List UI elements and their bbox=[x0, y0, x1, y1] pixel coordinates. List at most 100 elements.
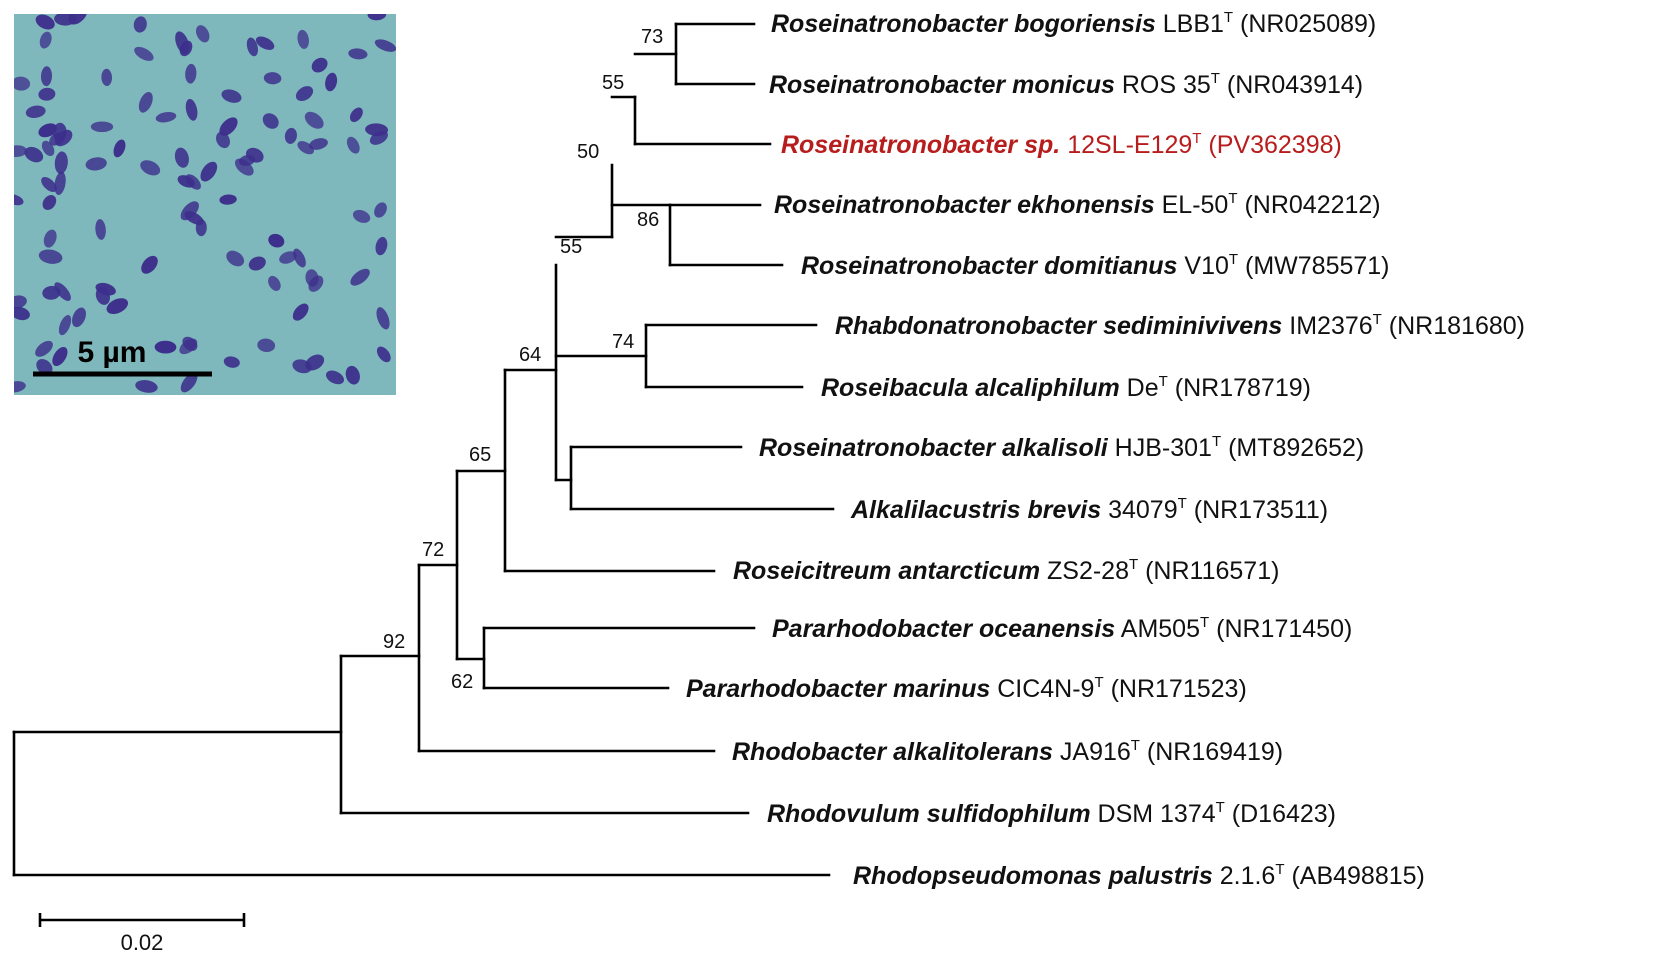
micrograph-cell bbox=[38, 87, 56, 101]
micrograph-cell bbox=[42, 285, 61, 300]
micrograph-cell bbox=[141, 255, 158, 274]
taxon-label: Roseinatronobacter domitianus V10T (MW78… bbox=[801, 251, 1390, 280]
bootstrap-value: 55 bbox=[560, 236, 582, 258]
micrograph-cell bbox=[374, 202, 387, 218]
micrograph-cell bbox=[180, 372, 198, 393]
bootstrap-value: 62 bbox=[451, 671, 473, 693]
micrograph-cell bbox=[54, 171, 66, 195]
taxon-label: Roseinatronobacter bogoriensis LBB1T (NR… bbox=[771, 9, 1376, 38]
taxon-label: Rhabdonatronobacter sediminivivens IM237… bbox=[835, 311, 1525, 340]
bootstrap-value: 64 bbox=[519, 344, 541, 366]
bootstrap-value: 65 bbox=[469, 444, 491, 466]
bootstrap-value: 50 bbox=[577, 141, 599, 163]
micrograph-cell bbox=[292, 359, 312, 374]
taxon-label: Roseicitreum antarcticum ZS2-28T (NR1165… bbox=[733, 556, 1279, 585]
micrograph-cell bbox=[138, 91, 153, 113]
micrograph-cell bbox=[263, 72, 282, 85]
micrograph-cell bbox=[95, 282, 116, 296]
micrograph-cell bbox=[14, 306, 30, 321]
taxon-label: Alkalilacustris brevis 34079T (NR173511) bbox=[850, 495, 1328, 524]
micrograph-cell bbox=[293, 248, 306, 268]
micrograph-cell bbox=[295, 86, 314, 102]
micrograph-cell bbox=[54, 151, 68, 174]
micrograph-cell bbox=[200, 161, 218, 182]
micrograph-cell bbox=[36, 359, 53, 375]
micrograph-cell bbox=[375, 236, 388, 256]
micrograph-cell bbox=[348, 48, 368, 60]
micrograph-cell bbox=[226, 250, 245, 267]
micrograph-cell bbox=[185, 63, 197, 84]
bootstrap-values: 73 55 50 86 55 74 64 65 72 62 92 bbox=[383, 26, 663, 693]
micrograph-cell bbox=[255, 36, 275, 50]
micrograph-cell bbox=[349, 107, 363, 123]
micrograph-cell bbox=[352, 209, 371, 223]
micrograph-cell bbox=[185, 98, 198, 121]
micrograph-cell bbox=[155, 111, 177, 123]
micrograph-cell bbox=[140, 160, 161, 176]
micrograph-cell bbox=[376, 307, 390, 330]
micrograph-cell bbox=[14, 193, 24, 206]
micrograph-cell bbox=[248, 256, 266, 271]
micrograph-cell bbox=[346, 136, 360, 154]
micrograph-cell bbox=[297, 141, 314, 155]
micrograph-cell bbox=[35, 14, 55, 30]
micrograph-cell bbox=[24, 146, 44, 163]
micrograph-cells bbox=[14, 14, 396, 393]
micrograph-cell bbox=[38, 249, 63, 264]
micrograph-cell bbox=[113, 139, 126, 158]
micrograph-inset: 5 µm bbox=[14, 14, 396, 395]
micrograph-cell bbox=[35, 340, 53, 357]
micrograph-background bbox=[14, 14, 396, 395]
micrograph-cell bbox=[174, 147, 189, 168]
micrograph-cell bbox=[42, 194, 57, 211]
micrograph-cell bbox=[52, 122, 67, 143]
taxon-labels: Roseinatronobacter bogoriensis LBB1T (NR… bbox=[686, 9, 1525, 890]
micrograph-cell bbox=[175, 31, 190, 55]
micrograph-cell bbox=[101, 68, 113, 86]
tree-branches bbox=[12, 22, 835, 877]
taxon-label: Roseinatronobacter alkalisoli HJB-301T (… bbox=[759, 433, 1364, 462]
micrograph-cell bbox=[257, 338, 276, 353]
micrograph-cell bbox=[185, 174, 201, 190]
micrograph-cell bbox=[284, 127, 297, 144]
micrograph-cell bbox=[245, 147, 264, 163]
taxon-label: Pararhodobacter oceanensis AM505T (NR171… bbox=[772, 614, 1352, 643]
micrograph-cell bbox=[262, 113, 279, 129]
micrograph-cell bbox=[133, 16, 147, 33]
micrograph-cell bbox=[195, 25, 210, 43]
micrograph-cell bbox=[72, 307, 86, 328]
bootstrap-value: 92 bbox=[383, 631, 405, 653]
bootstrap-value: 73 bbox=[641, 26, 663, 48]
micrograph-cell bbox=[14, 76, 31, 91]
micrograph-cell bbox=[106, 298, 129, 314]
micrograph-cell bbox=[58, 315, 72, 336]
micrograph-cell bbox=[305, 269, 319, 287]
micrograph-cell bbox=[38, 123, 57, 138]
micrograph-cell bbox=[41, 176, 57, 193]
micrograph-cell bbox=[268, 233, 285, 248]
micrograph-cell bbox=[246, 37, 259, 57]
micrograph-cell bbox=[365, 123, 389, 137]
micrograph-cell bbox=[154, 340, 177, 354]
micrograph-cell bbox=[279, 251, 297, 264]
micrograph-cell bbox=[54, 282, 71, 301]
micrograph-cell bbox=[95, 219, 106, 240]
micrograph-cell bbox=[14, 295, 27, 309]
micrograph-cell bbox=[325, 370, 345, 385]
micrograph-cell bbox=[325, 72, 338, 92]
micrograph-scale-label: 5 µm bbox=[78, 336, 147, 369]
taxon-label-highlight: Roseinatronobacter sp. 12SL-E129T (PV362… bbox=[781, 130, 1342, 159]
micrograph-cell bbox=[221, 89, 242, 103]
micrograph-cell bbox=[311, 57, 328, 73]
micrograph-cell bbox=[304, 111, 324, 129]
micrograph-cell bbox=[292, 303, 309, 321]
bootstrap-value: 72 bbox=[422, 539, 444, 561]
micrograph-cell bbox=[52, 346, 68, 367]
micrograph-cell bbox=[219, 117, 238, 136]
micrograph-cell bbox=[43, 229, 57, 248]
bootstrap-value: 86 bbox=[637, 209, 659, 231]
taxon-label: Pararhodobacter marinus CIC4N-9T (NR1715… bbox=[686, 674, 1247, 703]
taxon-label: Roseinatronobacter ekhonensis EL-50T (NR… bbox=[774, 190, 1381, 219]
bootstrap-value: 74 bbox=[612, 331, 634, 353]
micrograph-cell bbox=[135, 380, 158, 393]
